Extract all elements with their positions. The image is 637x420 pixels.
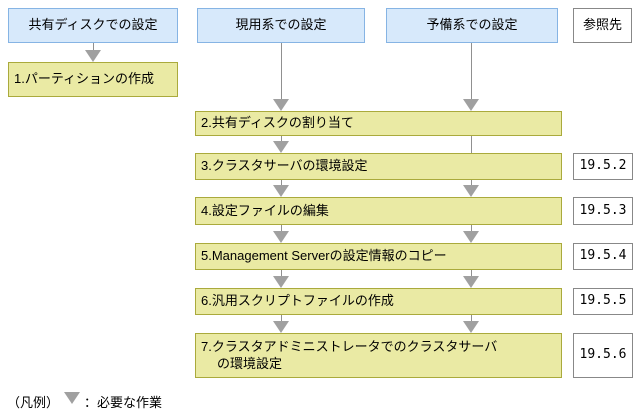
header-reference: 参照先	[573, 8, 632, 43]
step-4-label: 4.設定ファイルの編集	[201, 202, 329, 218]
down-arrow-icon	[463, 99, 479, 111]
header-reference-label: 参照先	[582, 17, 622, 33]
header-standby-system: 予備系での設定	[386, 8, 558, 43]
connector-line	[471, 315, 472, 323]
down-arrow-icon	[463, 276, 479, 288]
header-active-system: 現用系での設定	[197, 8, 365, 43]
reference-step-5: 19.5.4	[579, 248, 627, 264]
down-arrow-icon	[273, 321, 289, 333]
reference-step-4: 19.5.3	[579, 202, 627, 218]
connector-line	[281, 180, 282, 187]
step-box-2: 2.共有ディスクの割り当て	[195, 111, 562, 136]
legend-prefix: （凡例）	[7, 395, 60, 410]
connector-line	[471, 43, 472, 101]
reference-box-step-6: 19.5.5	[573, 288, 633, 315]
down-arrow-icon	[463, 231, 479, 243]
step-box-5: 5.Management Serverの設定情報のコピー	[195, 243, 562, 270]
reference-box-step-3: 19.5.2	[573, 153, 633, 180]
connector-line	[281, 270, 282, 278]
connector-line	[471, 225, 472, 233]
step-box-1: 1.パーティションの作成	[8, 62, 178, 97]
header-active-system-label: 現用系での設定	[235, 17, 327, 33]
step-2-label: 2.共有ディスクの割り当て	[201, 115, 354, 131]
down-arrow-icon	[273, 141, 289, 153]
down-arrow-icon	[463, 321, 479, 333]
step-box-4: 4.設定ファイルの編集	[195, 197, 562, 225]
legend-arrow-meaning: ：必要な作業	[84, 395, 163, 410]
step-7-label-line1: 7.クラスタアドミニストレータでのクラスタサーバ	[201, 339, 498, 355]
reference-step-3: 19.5.2	[579, 158, 627, 174]
connector-line	[281, 225, 282, 233]
header-shared-disk: 共有ディスクでの設定	[8, 8, 178, 43]
reference-step-6: 19.5.5	[579, 293, 627, 309]
step-box-3: 3.クラスタサーバの環境設定	[195, 153, 562, 180]
connector-line	[281, 43, 282, 101]
legend-down-arrow-icon	[64, 392, 80, 404]
step-3-label: 3.クラスタサーバの環境設定	[201, 158, 368, 174]
step-7-label-line2: の環境設定	[217, 355, 283, 371]
connector-line	[471, 270, 472, 278]
down-arrow-icon	[85, 50, 101, 62]
reference-box-step-4: 19.5.3	[573, 197, 633, 225]
down-arrow-icon	[273, 276, 289, 288]
reference-box-step-5: 19.5.4	[573, 243, 633, 270]
connector-line	[281, 136, 282, 143]
down-arrow-icon	[273, 231, 289, 243]
down-arrow-icon	[273, 185, 289, 197]
header-shared-disk-label: 共有ディスクでの設定	[28, 17, 158, 33]
connector-line	[471, 136, 472, 153]
step-5-label: 5.Management Serverの設定情報のコピー	[201, 248, 447, 264]
down-arrow-icon	[463, 185, 479, 197]
connector-line	[471, 180, 472, 187]
connector-line	[281, 315, 282, 323]
reference-box-step-7: 19.5.6	[573, 333, 633, 378]
step-6-label: 6.汎用スクリプトファイルの作成	[201, 293, 394, 309]
reference-step-7: 19.5.6	[579, 347, 627, 363]
down-arrow-icon	[273, 99, 289, 111]
step-box-6: 6.汎用スクリプトファイルの作成	[195, 288, 562, 315]
connector-line	[93, 43, 94, 53]
step-1-label: 1.パーティションの作成	[14, 71, 155, 87]
header-standby-system-label: 予備系での設定	[426, 17, 518, 33]
step-box-7: 7.クラスタアドミニストレータでのクラスタサーバ の環境設定	[195, 333, 562, 378]
